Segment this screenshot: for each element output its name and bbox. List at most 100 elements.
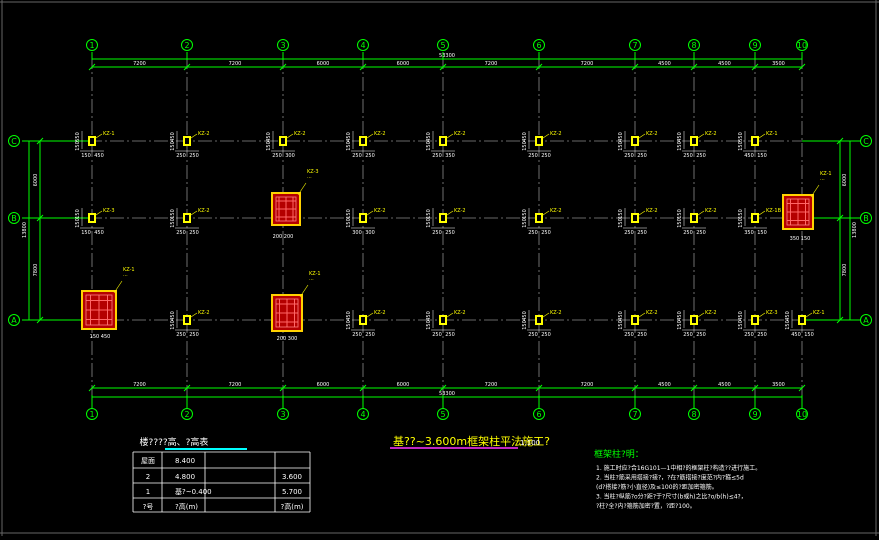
dim-text-bottom: 7200 (485, 382, 498, 388)
dim-text-bottom: 7200 (229, 382, 242, 388)
column-small-core (753, 317, 757, 323)
dim-overall-left: 13800 (22, 222, 28, 238)
column-large-3b-label: KZ-3 (307, 169, 319, 175)
notes-title: 框架柱?明： (594, 448, 644, 460)
column-dim-left: 250 (432, 230, 442, 236)
axis-bubble-bottom-label: 10 (797, 410, 807, 419)
column-dim-left: 250 (683, 230, 693, 236)
notes-item: 2. 当柱?筋采用搭接?接?，?在?筋搭接?度范?内?箍≤5d (596, 474, 744, 482)
column-dim-left: 250 (528, 332, 538, 338)
dim-text-top: 3500 (772, 61, 785, 67)
column-dim-right: 250 (189, 153, 199, 159)
dim-tick-bottom (439, 384, 447, 392)
column-dim-right: 350 (445, 153, 455, 159)
column-dim-right: 250 (696, 332, 706, 338)
column-label: KZ-1 (813, 310, 825, 316)
column-dim-right: 150 (757, 230, 767, 236)
dim-text-right: 6000 (842, 174, 848, 187)
column-label: KZ-2 (646, 131, 658, 137)
column-dim-bottom: 150 (618, 320, 624, 330)
column-dim-left: 250 (624, 230, 634, 236)
axis-bubble-bottom-label: 3 (280, 410, 285, 419)
column-dim-left: 250 (432, 332, 442, 338)
column-leader (697, 133, 705, 139)
column-dim-left: 300 (352, 230, 362, 236)
axis-bubble-bottom-label: 7 (632, 410, 637, 419)
column-dim-top: 450 (738, 311, 744, 321)
dim-text-bottom: 6000 (397, 382, 410, 388)
axis-bubble-top-label: 6 (536, 41, 541, 50)
column-dim-top: 550 (738, 132, 744, 142)
table-cell-floor: ?号 (143, 503, 154, 511)
column-dim-top: 450 (618, 311, 624, 321)
axis-bubble-bottom-circle (437, 408, 449, 420)
axis-bubble-left-label: A (11, 316, 17, 325)
axis-bubble-bottom-label: 6 (536, 410, 541, 419)
column-leader (638, 312, 646, 318)
table-title: 楼????高、?高表 (140, 436, 209, 448)
column-dim-right: 450 (94, 153, 104, 159)
column-dim-bottom: 150 (677, 218, 683, 228)
column-label: KZ-2 (705, 310, 717, 316)
column-dim-right: 250 (696, 153, 706, 159)
column-dim-top: 450 (522, 132, 528, 142)
column-dim-bottom: 150 (346, 141, 352, 151)
column-dim-top: 450 (170, 311, 176, 321)
column-dim-bottom: 150 (75, 141, 81, 151)
axis-bubble-bottom-circle (688, 408, 700, 420)
column-dim-bottom: 150 (170, 141, 176, 151)
axis-bubble-bottom-circle (181, 408, 193, 420)
column-dim-right: 250 (365, 153, 375, 159)
axis-bubble-top-label: 3 (280, 41, 285, 50)
column-dim-right: 250 (541, 230, 551, 236)
column-leader (190, 133, 198, 139)
dim-tick-bottom (690, 384, 698, 392)
column-small-core (537, 215, 541, 221)
column-dim-right: 250 (637, 230, 647, 236)
axis-bubble-top-label: 10 (797, 41, 807, 50)
large-col-dim: 350 150 (790, 236, 811, 242)
column-dim-top: 450 (426, 311, 432, 321)
column-leader (286, 133, 294, 139)
column-label: KZ-2 (454, 208, 466, 214)
column-label: KZ-1 (766, 131, 778, 137)
column-dim-right: 150 (757, 153, 767, 159)
axis-bubble-top-circle (533, 39, 545, 51)
column-label: KZ-2 (550, 208, 562, 214)
column-small-core (692, 138, 696, 144)
column-dim-bottom: 150 (266, 141, 272, 151)
column-dim-right: 150 (804, 332, 814, 338)
column-dim-left: 350 (744, 230, 754, 236)
column-leader (542, 312, 550, 318)
column-label: KZ-2 (550, 310, 562, 316)
column-dim-bottom: 150 (170, 218, 176, 228)
dim-tick-top (359, 63, 367, 71)
axis-bubble-bottom-label: 2 (184, 410, 189, 419)
column-large-10b-leader (810, 184, 820, 198)
dim-text-bottom: 6000 (317, 382, 330, 388)
column-small-core (185, 317, 189, 323)
dim-tick-top (279, 63, 287, 71)
axis-bubble-left-circle (8, 135, 20, 147)
dim-overall-right: 13800 (852, 222, 858, 238)
axis-bubble-bottom-label: 9 (752, 410, 757, 419)
dim-tick-bottom (751, 384, 759, 392)
column-leader (805, 312, 813, 318)
plan-title: 基??~3.600m框架柱平法施工? (393, 434, 550, 448)
column-small-core (633, 138, 637, 144)
column-large-10b-spec: ··· (820, 177, 825, 183)
column-dim-right: 250 (189, 332, 199, 338)
column-large-1a-stirrup (85, 294, 113, 326)
column-large-3b-stirrup (275, 196, 297, 222)
dim-text-bottom: 4500 (718, 382, 731, 388)
axis-bubble-top-circle (688, 39, 700, 51)
column-dim-bottom: 150 (618, 218, 624, 228)
column-dim-top: 450 (522, 311, 528, 321)
column-leader (366, 210, 374, 216)
column-label: KZ-2 (374, 310, 386, 316)
column-small-core (90, 215, 94, 221)
axis-bubble-bottom-circle (796, 408, 808, 420)
dim-tick-top (631, 63, 639, 71)
column-leader (758, 133, 766, 139)
